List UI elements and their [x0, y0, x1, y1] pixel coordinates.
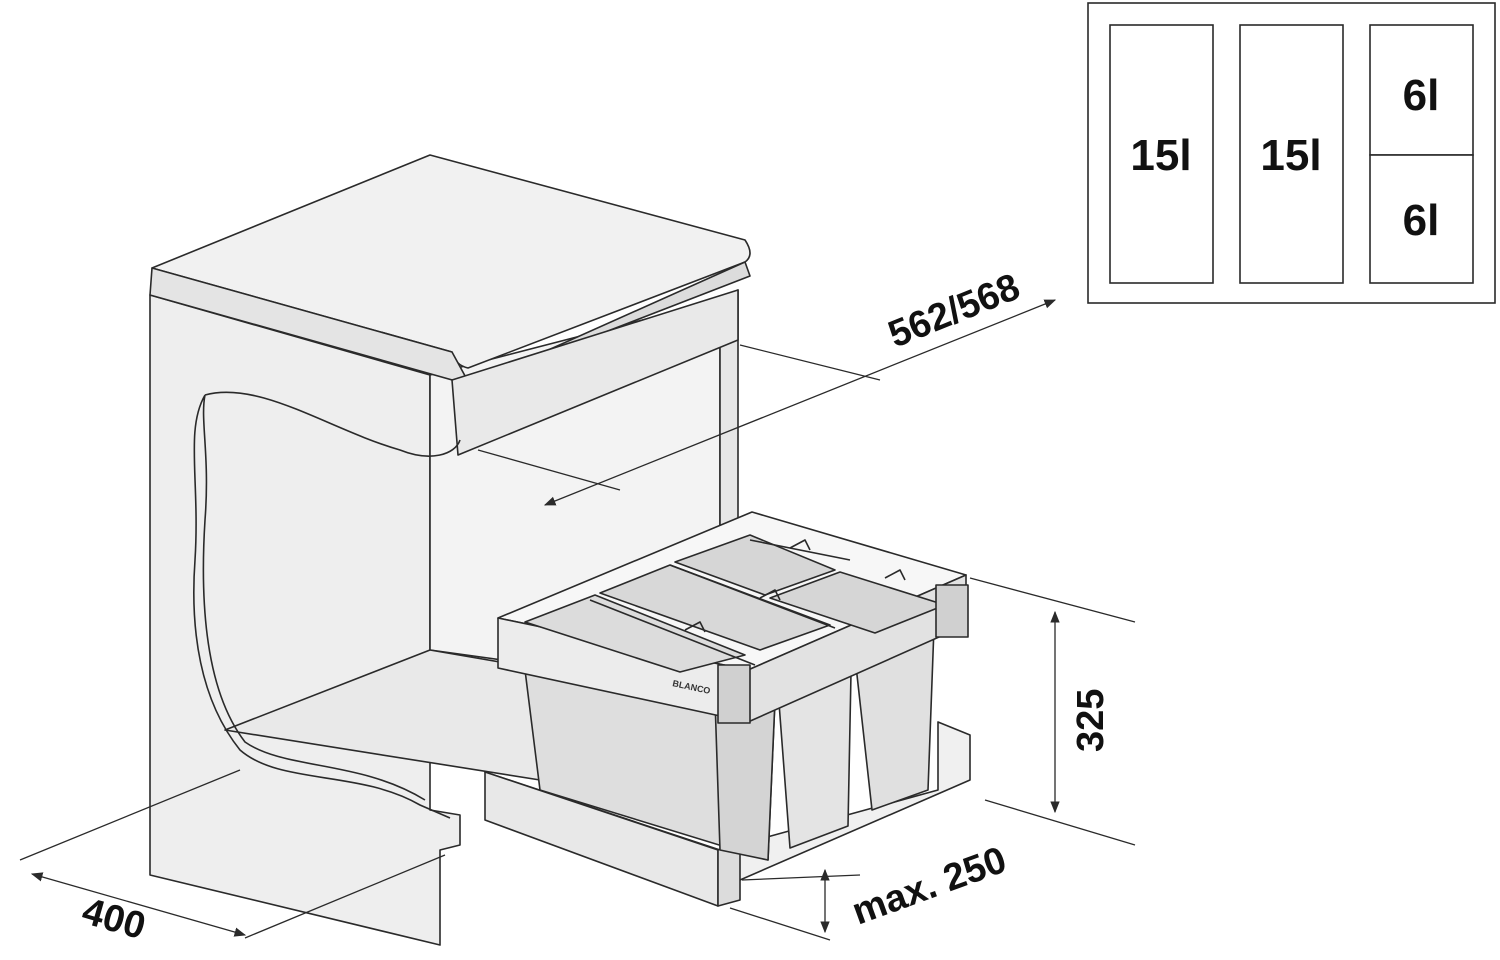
compartment-4	[1369, 154, 1474, 284]
compartment-2	[1239, 24, 1344, 284]
divider-1	[589, 539, 851, 666]
drawer-height-label: max. 250	[847, 839, 1012, 933]
bracket-front	[717, 664, 751, 724]
depth-label: 562/568	[883, 266, 1026, 356]
cabinet-left-panel	[149, 294, 461, 946]
compartment-2-label: 15l	[1260, 131, 1321, 180]
cutaway-line	[193, 391, 461, 819]
opening-front-large	[524, 594, 746, 673]
opening-small-front	[674, 534, 836, 596]
bin-front-left-face	[714, 699, 776, 861]
bracket-back	[935, 584, 969, 638]
handle-1	[684, 539, 906, 633]
compartment-1-label: 15l	[1130, 131, 1191, 180]
dimension-lines	[19, 299, 1136, 941]
height-label: 325	[1070, 689, 1112, 752]
depth-dimension-line	[543, 299, 1057, 506]
opening-mid-large	[599, 564, 831, 651]
compartment-1	[1109, 24, 1214, 284]
bin-unit	[484, 511, 971, 907]
width-dimension-line	[30, 872, 247, 937]
compartment-layout	[1087, 2, 1496, 304]
compartment-3	[1369, 24, 1474, 156]
compartment-4-label: 6l	[1403, 196, 1440, 245]
width-label: 400	[78, 890, 151, 948]
compartment-3-label: 6l	[1403, 71, 1440, 120]
